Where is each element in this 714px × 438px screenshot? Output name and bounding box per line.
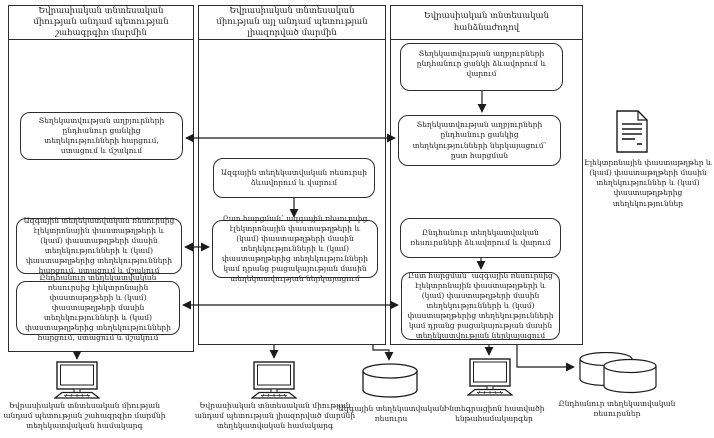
computer-icon — [251, 361, 297, 399]
box-request-national-resource: Ազգային տեղեկատվական ռեսուրսից էլեկտրոնա… — [16, 216, 182, 275]
label-national-resource: Ազգային տեղեկատվական ռեսուրս — [337, 404, 445, 424]
label-integration-subsystems: Ինտեգրացիոն հատվածի ենթահամակարգեր — [443, 404, 545, 424]
lane-header-interested-body: Եվրասիական տնտեսական միության անդամ պետո… — [9, 6, 193, 40]
box-present-national-resource: Ըստ հարցման՝ ազգային ռեսուրսից էլեկտրոնա… — [212, 214, 378, 283]
box-present-common-resource: Ըստ հարցման՝ ազգային ռեսուրսից էլեկտրոնա… — [401, 271, 560, 340]
arrow-to-common-resources-db — [516, 345, 575, 372]
box-request-common-list: Տեղեկատվության աղբյուրների ընդհանուր ցան… — [20, 112, 183, 160]
label-authorized-system: Եվրասիական տնտեսական միության անդամ պետո… — [194, 401, 356, 431]
lane-header-commission: Եվրասիական տնտեսական հանձնաժողով — [391, 6, 582, 40]
arrow-to-national-resource-db — [372, 345, 394, 361]
label-interested-system: Եվրասիական տնտեսական միության անդամ պետո… — [3, 401, 166, 431]
box-form-common-list: Տեղեկատվության աղբյուրների ընդհանուր ցան… — [400, 43, 563, 91]
box-form-common-resources: Ընդհանուր տեղեկատվական ռեսուրսների ձևավո… — [400, 218, 561, 258]
label-common-resources: Ընդհանուր տեղեկատվական ռեսուրսներ — [558, 399, 676, 419]
side-note: Էլեկտրոնային փաստաթղթեր և (կամ) փաստաթղթ… — [584, 158, 712, 208]
computer-icon — [54, 361, 100, 399]
database-icon — [362, 363, 418, 399]
box-present-common-list: Տեղեկատվության աղբյուրների ընդհանուր ցան… — [398, 115, 561, 166]
document-icon — [615, 110, 649, 154]
box-request-common-resource: Ընդհանուր տեղեկատվական ռեսուրսից էլեկտրո… — [16, 273, 180, 342]
box-form-national-resource: Ազգային տեղեկատվական ռեսուրսի ձևավորում … — [213, 158, 375, 198]
lane-header-authorized-body: Եվրասիական տնտեսական միության այլ անդամ … — [199, 6, 385, 40]
databases-icon — [578, 352, 658, 398]
computer-icon — [467, 358, 513, 396]
